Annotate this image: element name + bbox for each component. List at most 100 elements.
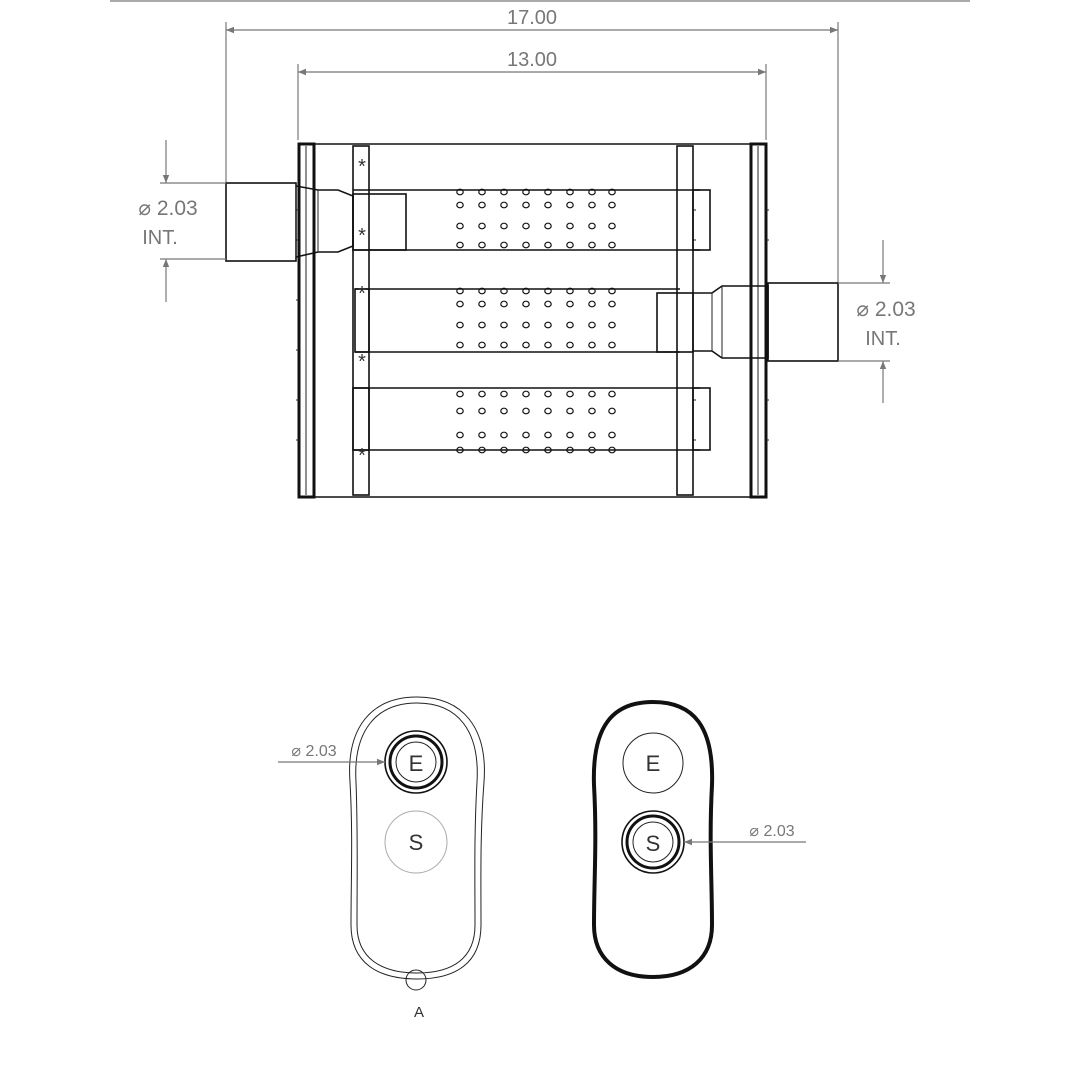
perforation-hole <box>588 341 596 349</box>
right-end-view: E S ⌀ 2.03 <box>591 699 806 980</box>
body-length-dimension: 13.00 <box>297 49 767 140</box>
outlet-pipe <box>693 282 839 362</box>
middle-tube <box>354 287 694 353</box>
inlet-pipe-neck <box>295 185 354 258</box>
perforation-hole <box>588 222 596 230</box>
perforation-hole <box>500 287 508 295</box>
perforation-hole <box>500 188 508 196</box>
lower-tube <box>352 387 711 454</box>
upper-tube <box>352 188 711 251</box>
inlet-interior-note: INT. <box>142 227 178 249</box>
cap-step-marks <box>296 209 769 441</box>
perforation-hole <box>478 188 486 196</box>
overall-length-label: 17.00 <box>507 7 557 29</box>
outlet-diameter-dimension: ⌀ 2.03 INT. <box>838 240 916 403</box>
right-diameter-label: ⌀ 2.03 <box>749 823 794 840</box>
perforation-hole <box>566 188 574 196</box>
perforation-hole <box>478 431 486 439</box>
perforation-hole <box>588 431 596 439</box>
perforation-hole <box>608 431 616 439</box>
perforation-hole <box>500 407 508 415</box>
perforation-holes <box>456 287 616 349</box>
perforation-hole <box>544 446 552 454</box>
perforation-hole <box>566 241 574 249</box>
perforation-hole <box>588 407 596 415</box>
perforation-hole <box>608 446 616 454</box>
inlet-diameter-dimension: ⌀ 2.03 INT. <box>138 140 226 302</box>
perforation-hole <box>522 341 530 349</box>
perforation-hole <box>566 407 574 415</box>
perforation-hole <box>608 321 616 329</box>
perforation-hole <box>500 446 508 454</box>
tube-end-sleeve <box>692 387 711 451</box>
perforation-hole <box>608 300 616 308</box>
perforation-hole <box>608 188 616 196</box>
perforation-hole <box>478 222 486 230</box>
perforation-hole <box>456 341 464 349</box>
perforation-hole <box>456 201 464 209</box>
perforation-hole <box>522 287 530 295</box>
perforation-hole <box>566 321 574 329</box>
perforation-hole <box>478 446 486 454</box>
outlet-diameter-label: ⌀ 2.03 <box>856 298 915 321</box>
perforation-hole <box>566 300 574 308</box>
overall-length-dimension: 17.00 <box>225 7 839 283</box>
weld-mark: * <box>358 351 366 373</box>
weld-mark: * <box>358 156 366 178</box>
perforation-hole <box>522 241 530 249</box>
perforation-hole <box>588 188 596 196</box>
perforation-hole <box>456 188 464 196</box>
perforation-hole <box>478 201 486 209</box>
perforation-hole <box>566 390 574 398</box>
perforation-hole <box>522 188 530 196</box>
perforation-hole <box>588 287 596 295</box>
perforation-holes <box>456 188 616 249</box>
perforation-holes <box>456 390 616 454</box>
perforation-hole <box>522 407 530 415</box>
perforation-hole <box>608 407 616 415</box>
perforation-hole <box>566 287 574 295</box>
hidden-port-outline <box>622 732 684 794</box>
detail-a-circle <box>405 969 427 991</box>
outlet-pipe-neck <box>693 285 769 359</box>
left-end-view: E S A ⌀ 2.03 <box>278 696 485 1021</box>
weld-mark: * <box>358 283 366 305</box>
perforation-hole <box>522 446 530 454</box>
body-length-label: 13.00 <box>507 49 557 71</box>
weld-mark: * <box>358 445 366 467</box>
perforation-hole <box>478 407 486 415</box>
perforation-hole <box>522 390 530 398</box>
right-baffle <box>676 145 694 496</box>
inlet-diameter-label: ⌀ 2.03 <box>138 197 197 220</box>
perforation-hole <box>478 390 486 398</box>
perforation-hole <box>608 341 616 349</box>
perforation-hole <box>500 341 508 349</box>
perforation-hole <box>588 300 596 308</box>
inlet-port-bore <box>395 741 437 783</box>
perforation-hole <box>500 201 508 209</box>
perforation-hole <box>522 431 530 439</box>
perforation-hole <box>566 431 574 439</box>
inlet-port-flange <box>388 734 444 790</box>
perforation-hole <box>544 341 552 349</box>
perforation-hole <box>456 407 464 415</box>
perforation-hole <box>608 390 616 398</box>
perforation-hole <box>478 341 486 349</box>
weld-mark: * <box>358 225 366 247</box>
port-label-e: E <box>409 751 424 776</box>
perforation-hole <box>456 446 464 454</box>
perforation-hole <box>500 321 508 329</box>
left-diameter-label: ⌀ 2.03 <box>291 743 336 760</box>
perforation-hole <box>544 287 552 295</box>
detail-a-label: A <box>414 1004 424 1021</box>
perforation-hole <box>522 321 530 329</box>
perforation-hole <box>588 241 596 249</box>
perforation-hole <box>456 321 464 329</box>
perforation-hole <box>500 300 508 308</box>
perforation-hole <box>456 222 464 230</box>
perforation-hole <box>478 287 486 295</box>
perforation-hole <box>588 321 596 329</box>
perforation-hole <box>456 287 464 295</box>
perforation-hole <box>566 222 574 230</box>
